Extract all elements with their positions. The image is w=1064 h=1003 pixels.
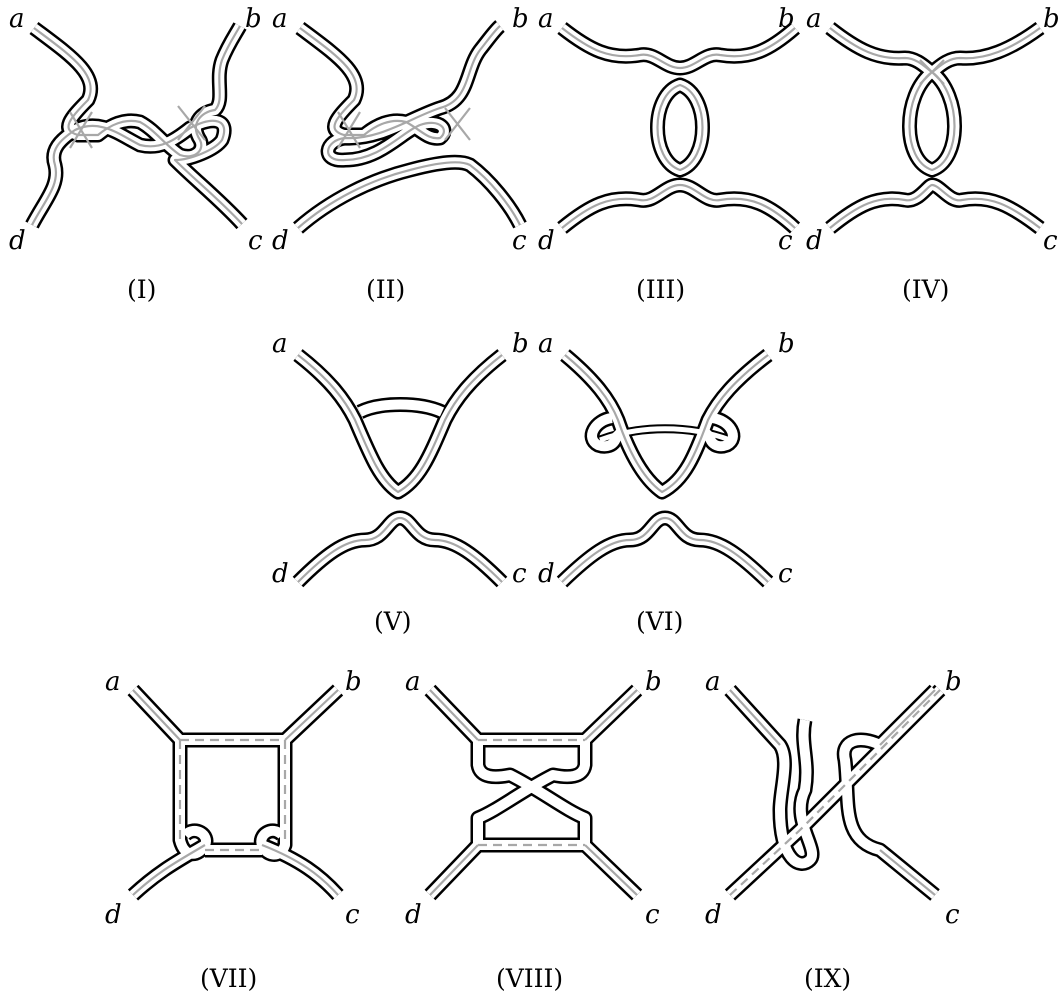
label-b: b <box>778 4 795 34</box>
label-c: c <box>945 900 960 930</box>
label-b: b <box>345 667 362 697</box>
label-a: a <box>705 667 721 697</box>
caption: (VII) <box>200 964 257 993</box>
panel-III: a b d c (III) <box>538 4 801 304</box>
band-panel-V <box>292 349 508 588</box>
label-d: d <box>538 559 555 589</box>
caption: (I) <box>127 275 156 304</box>
label-d: d <box>806 226 823 256</box>
label-a: a <box>272 329 288 359</box>
label-d: d <box>405 900 422 930</box>
band-panel-VI <box>556 349 774 588</box>
panel-IV: a b d c (IV) <box>806 4 1060 304</box>
band-panel-IX <box>724 684 946 901</box>
band-panel-VII <box>127 684 344 901</box>
caption: (V) <box>374 607 412 636</box>
label-d: d <box>9 226 26 256</box>
label-a: a <box>9 4 25 34</box>
label-c: c <box>778 226 793 256</box>
panel-IX: a b d c (IX) <box>705 667 962 993</box>
caption: (II) <box>366 275 405 304</box>
label-a: a <box>538 329 554 359</box>
label-a: a <box>272 4 288 34</box>
caption: (VIII) <box>496 964 563 993</box>
caption: (IX) <box>804 964 851 993</box>
label-d: d <box>105 900 122 930</box>
label-d: d <box>538 226 555 256</box>
band-panel-II <box>293 20 527 234</box>
label-a: a <box>806 4 822 34</box>
label-c: c <box>248 226 263 256</box>
label-b: b <box>945 667 962 697</box>
label-b: b <box>512 4 529 34</box>
panel-II: a b d c (II) <box>272 4 529 304</box>
label-c: c <box>645 900 660 930</box>
label-c: c <box>512 559 527 589</box>
label-b: b <box>512 329 529 359</box>
caption: (VI) <box>636 607 683 636</box>
panel-VIII: a b d c (VIII) <box>405 667 662 993</box>
band-panel-I <box>25 21 248 230</box>
label-a: a <box>105 667 121 697</box>
caption: (III) <box>636 275 685 304</box>
label-c: c <box>512 226 527 256</box>
label-d: d <box>272 226 289 256</box>
band-panel-VIII <box>424 684 643 901</box>
label-b: b <box>778 329 795 359</box>
band-panel-IV <box>825 21 1045 234</box>
label-a: a <box>538 4 554 34</box>
label-c: c <box>778 559 793 589</box>
label-a: a <box>405 667 421 697</box>
label-b: b <box>245 4 262 34</box>
panel-VI: a b d c (VI) <box>538 329 795 636</box>
label-c: c <box>1043 226 1058 256</box>
label-d: d <box>272 559 289 589</box>
panel-V: a b d c (V) <box>272 329 529 636</box>
label-b: b <box>1043 4 1060 34</box>
panel-VII: a b d c (VII) <box>105 667 362 993</box>
label-b: b <box>645 667 662 697</box>
panel-I: a b d c (I) <box>9 4 263 304</box>
label-d: d <box>705 900 722 930</box>
caption: (IV) <box>902 275 949 304</box>
band-panel-III <box>557 22 801 234</box>
label-c: c <box>345 900 360 930</box>
